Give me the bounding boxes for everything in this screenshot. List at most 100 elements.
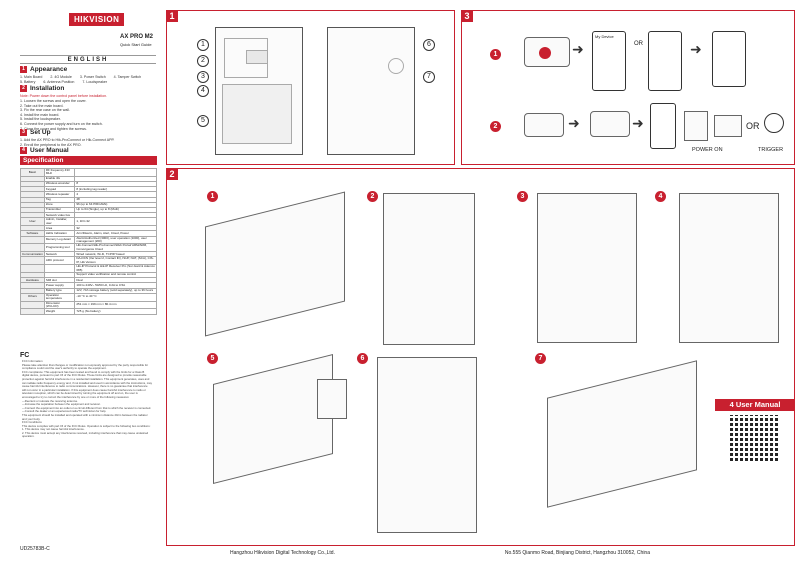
peripheral-device: [684, 111, 708, 141]
install-step-4: 4: [655, 191, 666, 202]
panel-setup: 3 1 ➜ My Device OR ➜ 2 ➜ ➜ OR POWER ON T…: [461, 10, 795, 165]
panel-number: 1: [166, 10, 178, 22]
spec-value: 12V, 7Ah storage battery (sold separatel…: [74, 287, 157, 294]
callout-loudspeaker: 7: [423, 71, 435, 83]
user-manual-box-title: 4 User Manual: [715, 399, 795, 411]
spec-label: Memory Log detail: [43, 235, 76, 245]
spec-category: Others: [20, 292, 45, 302]
footer-company: Hangzhou Hikvision Digital Technology Co…: [230, 550, 335, 556]
installation-steps: 1. Loosen the screws and open the cover.…: [20, 99, 103, 131]
setup-steps: 1. Add the AX PRO to Hik-ProConnect or H…: [20, 138, 115, 147]
panel-number: 3: [461, 10, 473, 22]
spec-category: [20, 287, 45, 294]
specification-heading: Specification: [20, 156, 157, 165]
app-scan-illustration: [524, 37, 570, 67]
language-label: ENGLISH: [20, 55, 156, 64]
callout-4g-module: 2: [197, 55, 209, 67]
fcc-text: FCC Information Please take attention th…: [22, 359, 152, 439]
power-switch-illustration: [714, 115, 742, 137]
spec-label: Admin, Installer, user: [43, 217, 76, 227]
setup-step-1: 1: [490, 49, 501, 60]
install-step-2: 2: [367, 191, 378, 202]
install-step-1: 1: [207, 191, 218, 202]
arrow-icon: ➜: [690, 41, 702, 57]
spec-label: Dimension (W×H×D): [43, 300, 76, 310]
spec-label: Operation temperature: [43, 292, 76, 302]
callout-battery: 5: [197, 115, 209, 127]
install-illustration-6: [377, 357, 477, 533]
brand-logo: HIKVISION: [69, 13, 125, 26]
install-illustration-4: [679, 193, 779, 343]
spec-value: Arm/Disarm, Alarm, Alert, Cloud, Power: [74, 230, 157, 237]
arrow-icon: ➜: [632, 115, 644, 131]
spec-category: User: [20, 217, 45, 227]
trigger-button-icon: [764, 113, 784, 133]
spec-category: [20, 235, 45, 245]
fcc-logo: FC: [20, 352, 30, 359]
spec-row: Hik-IP Protocol & Hik-IP Receiver Pro (S…: [20, 264, 157, 273]
spec-value: Hik-Connect/Hik-ProConnect/Web Portal/ A…: [74, 243, 157, 253]
power-on-label: POWER ON: [692, 147, 723, 153]
spec-value: [74, 212, 157, 219]
install-step-7: 7: [535, 353, 546, 364]
setup-step-2: 2: [490, 121, 501, 132]
panel-installation: 2 1 2 3 4 5 6 7: [166, 168, 795, 546]
spec-value: -10 °C to 40 °C: [74, 292, 157, 302]
qr-code-icon[interactable]: [730, 415, 778, 463]
spec-label: RF frequency 433 MHz: [43, 168, 76, 177]
spec-value: Wired network, Wi-Fi, TCP/IP based: [74, 251, 157, 258]
panel-appearance: 1 1 2 3 4 5 6 7: [166, 10, 455, 165]
spec-category: [20, 243, 45, 253]
or-label: OR: [634, 41, 643, 47]
spec-row: Network video live: [20, 212, 157, 219]
appearance-text: 1. Main Board 2. 4G Module 3. Power Swit…: [20, 75, 142, 84]
battery-bay: [222, 84, 292, 144]
phone-mydevice: My Device: [592, 31, 626, 91]
trigger-label: TRIGGER: [758, 147, 784, 153]
spec-label: ARC protocol: [43, 256, 76, 266]
product-subtitle: Quick Start Guide: [120, 42, 152, 47]
enroll-panel-illustration: [590, 111, 630, 137]
footer-address: No.555 Qianmo Road, Binjiang District, H…: [504, 550, 650, 556]
loudspeaker: [388, 58, 404, 74]
spec-label: Programming tool: [43, 243, 76, 253]
phone-enroll: [650, 103, 676, 149]
spec-category: Software: [20, 230, 45, 237]
qr-scan-icon: [539, 47, 551, 59]
my-device-label: My Device: [595, 34, 614, 39]
document-code: UD25783B-C: [20, 546, 50, 552]
callout-antenna: 6: [423, 39, 435, 51]
4g-module: [246, 50, 268, 64]
product-title: AX PRO M2: [120, 34, 154, 40]
spec-value: 251 mm × 199 mm × 80.4 mm: [74, 300, 157, 310]
arrow-icon: ➜: [572, 41, 584, 57]
power-adapter-illustration: [317, 379, 347, 419]
device-front-view: [215, 27, 303, 155]
spec-category: [20, 256, 45, 266]
spec-category: [20, 212, 45, 219]
install-step-6: 6: [357, 353, 368, 364]
spec-value: 725 g (No battery): [74, 308, 157, 315]
install-illustration-7: [547, 360, 697, 508]
spec-label: Weight: [43, 308, 76, 315]
spec-value: 1, 1FC-32: [74, 217, 157, 227]
install-step-5: 5: [207, 353, 218, 364]
spec-row: Dimension (W×H×D)251 mm × 199 mm × 80.4 …: [20, 300, 157, 310]
phone-result: [712, 31, 746, 87]
spec-category: Basic: [20, 168, 45, 177]
spec-value: [74, 168, 157, 177]
spec-category: [20, 264, 45, 273]
spec-label: [43, 264, 76, 273]
install-illustration-2: [383, 193, 475, 345]
enroll-illustration: [524, 113, 564, 137]
